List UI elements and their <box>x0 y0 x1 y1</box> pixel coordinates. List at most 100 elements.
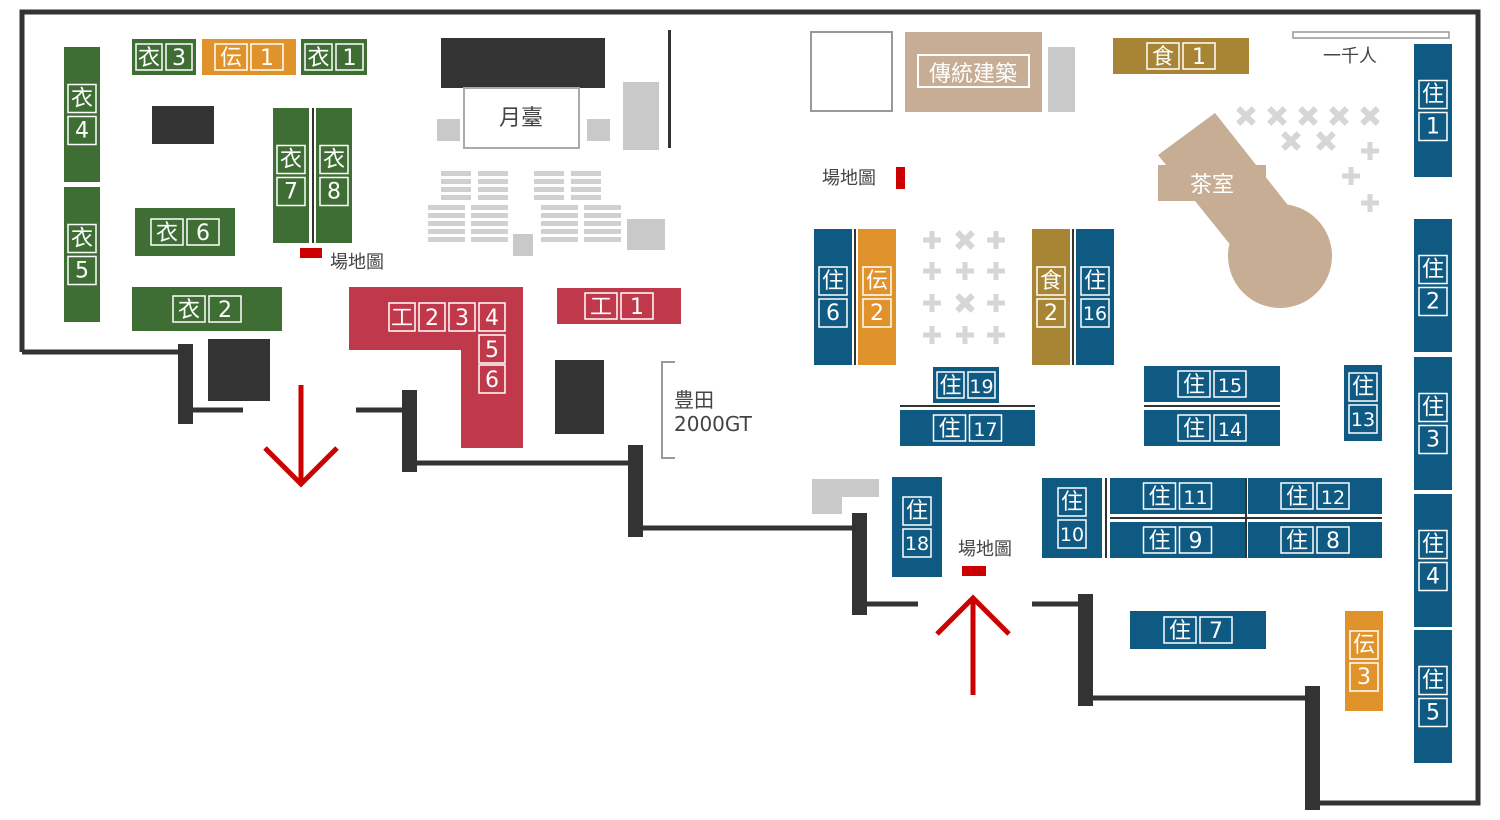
booth-j13[interactable]: 住13 <box>1344 365 1382 441</box>
chair-mark <box>993 262 999 280</box>
seat-row <box>478 195 508 200</box>
seat-row <box>584 221 621 226</box>
booth-den2-char: 伝 <box>866 269 888 294</box>
chair-mark <box>1348 167 1354 185</box>
booth-den3[interactable]: 伝3 <box>1345 611 1383 711</box>
booth-j18[interactable]: 住18 <box>892 477 942 577</box>
booth-i5[interactable]: 衣5 <box>64 187 100 322</box>
booth-j15-char: 住 <box>1183 373 1205 398</box>
booth-k234-char: 工 <box>391 306 413 331</box>
booth-j11-char: 11 <box>1183 487 1207 509</box>
booth-k234-char: 3 <box>455 306 469 331</box>
seat-row <box>441 171 471 176</box>
booth-j5-char: 5 <box>1426 701 1440 726</box>
seat-row <box>584 229 621 234</box>
seat-row <box>584 237 621 242</box>
seat-row <box>441 179 471 184</box>
chair-mark <box>929 326 935 344</box>
toyota-label-line2: 2000GT <box>674 412 753 436</box>
table-mark <box>1360 106 1380 126</box>
booth-j17-char: 17 <box>973 419 997 441</box>
booth-j1[interactable]: 住1 <box>1414 44 1452 177</box>
booth-j15-char: 15 <box>1218 375 1242 397</box>
booth-den1-char: 伝 <box>220 46 242 71</box>
seat-row <box>541 237 578 242</box>
booth-i1-char: 衣 <box>307 46 329 71</box>
booth-j8-char: 8 <box>1326 529 1340 554</box>
chair-mark <box>929 231 935 249</box>
booth-sh2[interactable]: 食2 <box>1032 229 1070 365</box>
booth-i4-char: 4 <box>75 119 89 144</box>
booth-j2[interactable]: 住2 <box>1414 219 1452 352</box>
booth-i5-char: 5 <box>75 259 89 284</box>
booth-j10-char: 住 <box>1061 490 1083 515</box>
booth-j10[interactable]: 住10 <box>1042 478 1102 558</box>
booth-j16[interactable]: 住16 <box>1076 229 1114 365</box>
chair-mark <box>1367 142 1373 160</box>
booth-i7[interactable]: 衣7 <box>273 108 309 243</box>
booth-j3[interactable]: 住3 <box>1414 357 1452 490</box>
seat-row <box>478 179 508 184</box>
seat-row <box>541 229 578 234</box>
booth-i6-char: 衣 <box>156 221 178 246</box>
booth-j15[interactable]: 住 15 <box>1144 366 1280 402</box>
booth-j13-char: 13 <box>1351 409 1375 431</box>
booth-j6[interactable]: 住6 <box>814 229 852 365</box>
booth-i3-char: 衣 <box>138 46 160 71</box>
toyota-label-line1: 豊田 <box>674 388 714 412</box>
chair-mark <box>962 262 968 280</box>
booth-j3-char: 3 <box>1426 428 1440 453</box>
seat-row <box>471 229 508 234</box>
booth-j17-char: 住 <box>938 417 960 442</box>
toyota-2000gt: 豊田 2000GT <box>661 361 753 459</box>
booth-k234-char: 2 <box>425 306 439 331</box>
dark-blocks <box>152 30 671 434</box>
booth-j3-char: 住 <box>1422 396 1444 421</box>
booth-j4[interactable]: 住4 <box>1414 494 1452 627</box>
seat-row <box>534 171 564 176</box>
stage-label: 月臺 <box>499 106 543 131</box>
booth-separators <box>312 108 1382 558</box>
booth-i2-char: 衣 <box>178 298 200 323</box>
booth-i3-char: 3 <box>172 46 186 71</box>
booth-j4-char: 4 <box>1426 565 1440 590</box>
booth-j19[interactable]: 住 19 <box>933 367 999 403</box>
booth-j17[interactable]: 住 17 <box>900 410 1035 446</box>
booth-j5[interactable]: 住5 <box>1414 630 1452 763</box>
table-mark <box>955 230 975 250</box>
seat-row <box>571 179 601 184</box>
table-mark <box>1236 106 1256 126</box>
thousand-people-label: 一千人 <box>1323 46 1377 67</box>
booth-j14-char: 14 <box>1218 419 1242 441</box>
table-mark <box>1281 131 1301 151</box>
seat-row <box>428 221 465 226</box>
booth-sh1-char: 1 <box>1192 45 1206 70</box>
booth-i8[interactable]: 衣8 <box>316 108 352 243</box>
booth-i4[interactable]: 衣4 <box>64 47 100 182</box>
booth-j19-char: 19 <box>969 376 993 398</box>
booth-sh2-char: 2 <box>1044 301 1058 326</box>
seat-row <box>541 205 578 210</box>
booth-j12-char: 住 <box>1286 485 1308 510</box>
seat-row <box>584 213 621 218</box>
map-marker-2-label: 場地圖 <box>822 168 876 189</box>
seat-row <box>478 187 508 192</box>
booth-j19-char: 住 <box>939 374 961 399</box>
booth-j1-char: 住 <box>1422 83 1444 108</box>
booth-den2[interactable]: 伝2 <box>858 229 896 365</box>
map-marker-1: 場地圖 <box>300 248 384 273</box>
seat-row <box>471 221 508 226</box>
